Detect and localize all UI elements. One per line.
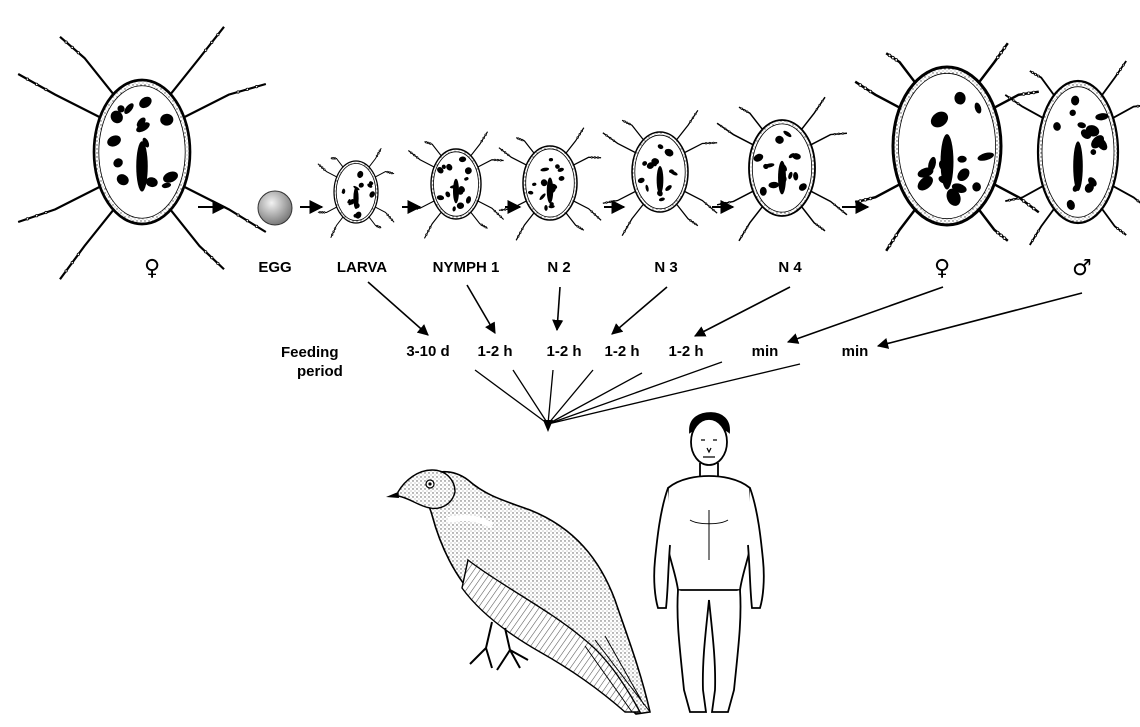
fan-line [548,370,553,424]
feeding-arrow [368,282,428,335]
n2-mite-illustration [499,128,601,241]
feeding-arrows [368,282,1082,346]
feeding-value-nymph1: 1-2 h [477,343,512,360]
feeding-title-line1: Feeding [281,343,343,362]
stage-label-adult-female-start: ♀ [144,256,160,281]
feeding-value-n4: 1-2 h [668,343,703,360]
converging-lines [475,362,800,432]
feeding-arrow [467,285,495,333]
stage-label-adult-female: ♀ [934,256,950,281]
feeding-value-larva: 3-10 d [406,343,449,360]
fan-line [548,364,800,424]
fan-arrowhead [543,420,553,432]
stage-label-n4: N 4 [778,259,801,276]
stage-label-egg: EGG [258,259,291,276]
feeding-arrow [612,287,667,334]
stage-label-nymph1: NYMPH 1 [433,259,500,276]
feeding-value-adult-male: min [842,343,869,360]
adult-female-mite-illustration [18,27,266,279]
nymph1-mite-illustration [408,132,503,239]
fan-line [548,373,642,424]
feeding-value-n2: 1-2 h [546,343,581,360]
feeding-title-line2: period [281,362,343,381]
feeding-arrow [878,293,1082,346]
feeding-value-n3: 1-2 h [604,343,639,360]
stage-label-larva: LARVA [337,259,387,276]
n3-mite-illustration [603,110,717,235]
adult-female-mite-illustration-2 [855,43,1039,251]
stage-label-adult-male: ♂ [1072,256,1092,281]
pigeon-host-illustration [386,470,650,714]
feeding-arrow [557,287,560,330]
n4-mite-illustration [717,97,847,241]
egg-illustration [258,191,292,225]
stage-label-n2: N 2 [547,259,570,276]
feeding-value-adult-female: min [752,343,779,360]
adult-male-mite-illustration [1005,61,1140,245]
larva-mite-illustration [318,148,394,238]
human-host-illustration [654,413,764,712]
stage-label-n3: N 3 [654,259,677,276]
fan-line [475,370,548,424]
feeding-arrow [788,287,943,342]
fan-line [513,370,548,424]
feeding-arrow [695,287,790,336]
